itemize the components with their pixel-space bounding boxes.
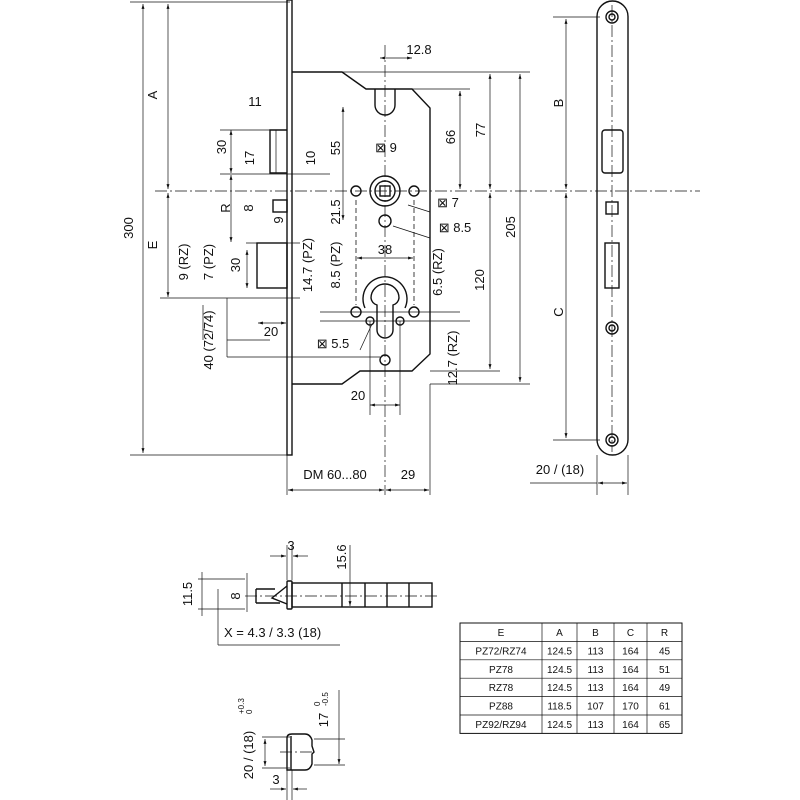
table-cell: 164 [622, 665, 639, 676]
dim-15-6: 15.6 [334, 544, 349, 569]
dim-38: 38 [378, 242, 392, 257]
table-header: B [592, 628, 599, 639]
tol-20-upper: +0.3 [237, 698, 246, 714]
table-header: C [627, 628, 634, 639]
latch-detail: 3 15.6 11.5 8 X = 4.3 / 3.3 (18) [180, 538, 438, 646]
tol-17-upper: 0 [313, 701, 322, 706]
dim-8: 8 [241, 204, 256, 211]
dim-faceplate-width: 20 / (18) [536, 462, 584, 477]
table-cell: 65 [659, 720, 671, 731]
table-cell: PZ78 [489, 665, 513, 676]
table-cell: 124.5 [547, 683, 572, 694]
table-cell: 164 [622, 646, 639, 657]
table-cell: 164 [622, 683, 639, 694]
table-cell: 113 [588, 646, 604, 657]
dim-9-rz: 9 (RZ) [176, 244, 191, 281]
dim-11-5: 11.5 [180, 582, 195, 606]
dim-14-7-pz: 14.7 (PZ) [300, 238, 315, 292]
dim-29: 29 [401, 467, 415, 482]
table-cell: 61 [659, 702, 671, 713]
dim-20b: 20 [351, 388, 365, 403]
bolt-section-detail: 20 / (18) +0.3 0 17 0 -0.5 3 [237, 690, 345, 800]
table-cell: 45 [659, 646, 671, 657]
tol-17-lower: -0.5 [321, 692, 330, 706]
tol-20-lower: 0 [245, 709, 254, 714]
dim-20-18: 20 / (18) [241, 731, 256, 779]
table-cell: PZ92/RZ94 [475, 720, 527, 731]
note-X: X = 4.3 / 3.3 (18) [224, 625, 321, 640]
table-cell: 170 [622, 702, 639, 713]
dim-205: 205 [503, 216, 518, 238]
latch [269, 129, 287, 174]
table-cell: 49 [659, 683, 671, 694]
dim-A: A [145, 90, 160, 99]
dim-3-section: 3 [272, 772, 279, 787]
table-cell: 118.5 [547, 702, 572, 713]
table-cell: 124.5 [547, 665, 572, 676]
dim-dia-5-5: ⊠ 5.5 [317, 336, 350, 351]
dim-66: 66 [443, 130, 458, 144]
dim-11: 11 [248, 94, 262, 109]
table-cell: 107 [587, 702, 604, 713]
dim-12-8: 12.8 [406, 42, 431, 57]
table-cell: RZ78 [489, 683, 514, 694]
dim-3: 3 [287, 538, 294, 553]
dim-10: 10 [303, 151, 318, 165]
dim-8: 8 [228, 592, 243, 599]
table-cell: PZ88 [489, 702, 513, 713]
table-cell: 124.5 [547, 646, 572, 657]
dim-21-5: 21.5 [328, 199, 343, 224]
deadbolt [256, 242, 288, 289]
dim-120: 120 [472, 269, 487, 291]
table-cell: 113 [588, 720, 604, 731]
table-cell: 51 [659, 665, 671, 676]
dim-30: 30 [214, 140, 229, 154]
dim-77: 77 [473, 123, 488, 137]
faceplate-front-view: B C 20 / (18) [530, 0, 629, 495]
table-header: R [661, 628, 668, 639]
dim-dia-7: ⊠ 7 [437, 195, 459, 210]
dim-8-5-pz: 8.5 (PZ) [328, 242, 343, 289]
table-header: A [556, 628, 563, 639]
dim-C: C [551, 307, 566, 316]
dim-B: B [551, 99, 566, 108]
faceplate-side [286, 0, 293, 456]
dim-6-5-rz: 6.5 (RZ) [430, 248, 445, 296]
dim-dia-9: ⊠ 9 [375, 140, 397, 155]
dim-7-pz: 7 (PZ) [201, 244, 216, 280]
table-cell: 164 [622, 720, 639, 731]
dim-DM: DM 60...80 [303, 467, 367, 482]
small-stop [272, 199, 288, 213]
dim-R: R [218, 203, 233, 212]
dim-55: 55 [328, 141, 343, 155]
dim-9: 9 [271, 216, 286, 223]
dim-17: 17 [316, 713, 331, 727]
dim-40: 40 (72/74) [201, 310, 216, 369]
dim-30b: 30 [228, 258, 243, 272]
lock-side-view: 300 A E 11 30 17 10 55 R 8 9 30 9 (RZ) 7… [121, 0, 700, 495]
lock-body [292, 71, 431, 385]
table-cell: 113 [588, 665, 604, 676]
dim-dia-8-5: ⊠ 8.5 [439, 220, 472, 235]
dim-300: 300 [121, 217, 136, 239]
dim-17: 17 [242, 151, 257, 165]
latch-opening [601, 129, 624, 174]
cylinder-cutout [370, 283, 400, 339]
dim-20a: 20 [264, 324, 278, 339]
faceplate-front [596, 0, 629, 456]
table-cell: PZ72/RZ74 [475, 646, 527, 657]
table-cell: 113 [588, 683, 604, 694]
table-header: E [498, 628, 505, 639]
table-cell: 124.5 [547, 720, 572, 731]
dim-E: E [145, 240, 160, 249]
dim-12-7-rz: 12.7 (RZ) [445, 331, 460, 386]
